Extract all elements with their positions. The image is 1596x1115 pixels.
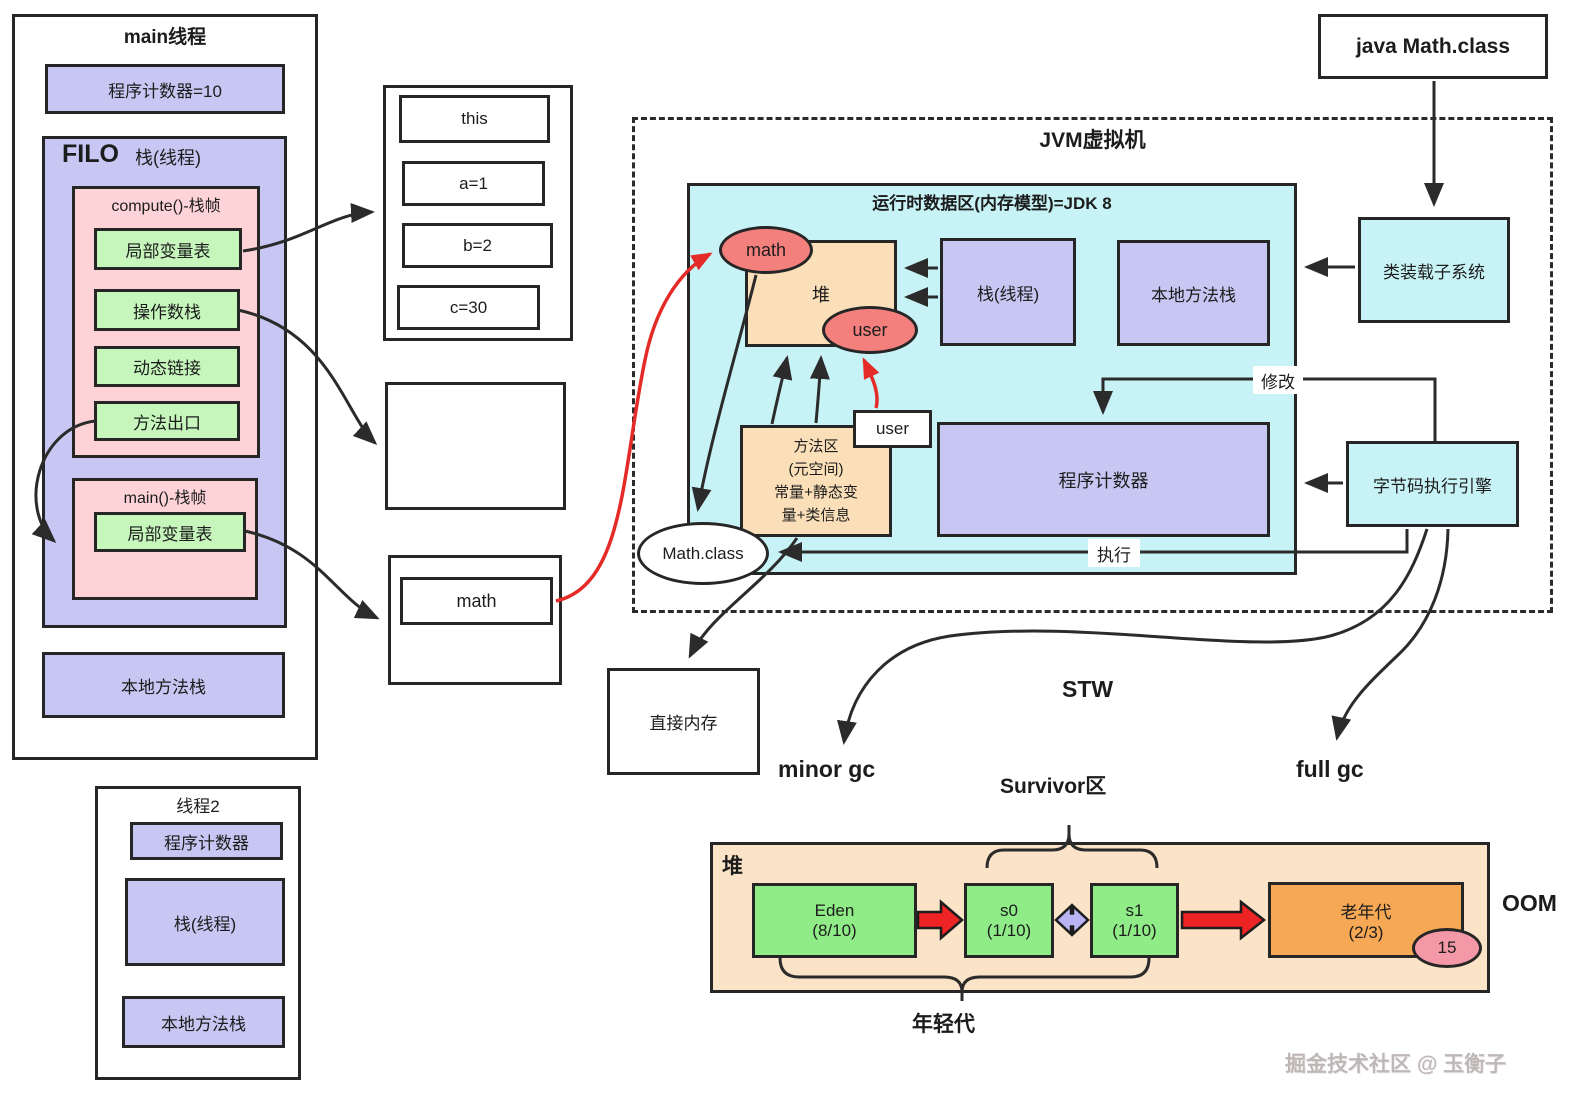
thread2-title: 线程2 xyxy=(176,797,220,816)
runtime-title: 运行时数据区(内存模型)=JDK 8 xyxy=(872,194,1112,213)
compute-method-exit: 方法出口 xyxy=(94,401,240,441)
stack-thread-label: 栈(线程) xyxy=(135,148,201,168)
bytecode-engine-box: 字节码执行引擎 xyxy=(1346,441,1519,527)
s0-box: s0 (1/10) xyxy=(964,883,1054,958)
full-gc-label: full gc xyxy=(1296,756,1364,782)
locals-b: b=2 xyxy=(402,223,553,268)
s1-name: s1 xyxy=(1125,900,1144,920)
main-local-vars: 局部变量表 xyxy=(94,512,246,552)
user-object-oval: user xyxy=(822,306,918,354)
old-gen-ratio: (2/3) xyxy=(1348,922,1384,942)
method-area-line3: 常量+静态变 xyxy=(774,484,858,501)
compute-local-vars: 局部变量表 xyxy=(94,228,242,270)
java-math-class-box: java Math.class xyxy=(1318,14,1548,79)
jvm-native-stack-box: 本地方法栈 xyxy=(1117,240,1270,346)
stw-label: STW xyxy=(1062,676,1114,702)
main-frame-title: main()-栈帧 xyxy=(123,490,207,507)
direct-memory-box: 直接内存 xyxy=(607,668,760,775)
main-thread-title: main线程 xyxy=(123,27,207,48)
method-area-box: 方法区 (元空间) 常量+静态变 量+类信息 xyxy=(740,425,892,537)
compute-operand-stack: 操作数栈 xyxy=(94,289,240,331)
locals-a: a=1 xyxy=(402,161,545,206)
math-object-oval: math xyxy=(719,226,813,274)
thread2-native-stack: 本地方法栈 xyxy=(122,996,285,1048)
s0-name: s0 xyxy=(1000,900,1018,920)
oom-label: OOM xyxy=(1502,890,1557,916)
main-native-stack: 本地方法栈 xyxy=(42,652,285,718)
operand-stack-panel xyxy=(385,382,566,510)
compute-dynamic-link: 动态链接 xyxy=(94,346,240,387)
method-area-line4: 量+类信息 xyxy=(781,507,851,525)
s1-ratio: (1/10) xyxy=(1112,920,1157,940)
old-gen-name: 老年代 xyxy=(1340,902,1392,922)
young-gen-label: 年轻代 xyxy=(912,1013,975,1036)
main-thread-pc: 程序计数器=10 xyxy=(45,64,285,114)
locals-this: this xyxy=(399,95,550,143)
jvm-stack-box: 栈(线程) xyxy=(940,238,1076,346)
gc-heap-label: 堆 xyxy=(722,855,743,878)
method-area-line1: 方法区 xyxy=(793,437,839,455)
math-ref-box: math xyxy=(400,577,553,625)
user-ref-box: user xyxy=(853,410,932,448)
minor-gc-label: minor gc xyxy=(778,756,876,782)
age-15-oval: 15 xyxy=(1412,928,1482,968)
eden-box: Eden (8/10) xyxy=(752,883,917,958)
jvm-title: JVM虚拟机 xyxy=(1039,129,1146,152)
s1-box: s1 (1/10) xyxy=(1090,883,1179,958)
watermark: 掘金技术社区 @ 玉衡子 xyxy=(1285,1053,1507,1076)
survivor-label: Survivor区 xyxy=(1000,775,1107,798)
class-loader-box: 类装载子系统 xyxy=(1358,217,1510,323)
jvm-pc-box: 程序计数器 xyxy=(937,422,1270,537)
math-class-oval: Math.class xyxy=(637,522,769,585)
execute-label: 执行 xyxy=(1088,539,1140,567)
modify-label: 修改 xyxy=(1253,366,1303,394)
eden-name: Eden xyxy=(814,900,855,920)
eden-ratio: (8/10) xyxy=(812,920,857,940)
filo-label: FILO xyxy=(62,140,119,168)
locals-c: c=30 xyxy=(397,285,540,330)
method-area-line2: (元空间) xyxy=(788,460,844,478)
thread2-pc: 程序计数器 xyxy=(130,822,283,860)
thread2-stack: 栈(线程) xyxy=(125,878,285,966)
s0-ratio: (1/10) xyxy=(986,920,1032,940)
compute-frame-title: compute()-栈帧 xyxy=(111,198,221,215)
